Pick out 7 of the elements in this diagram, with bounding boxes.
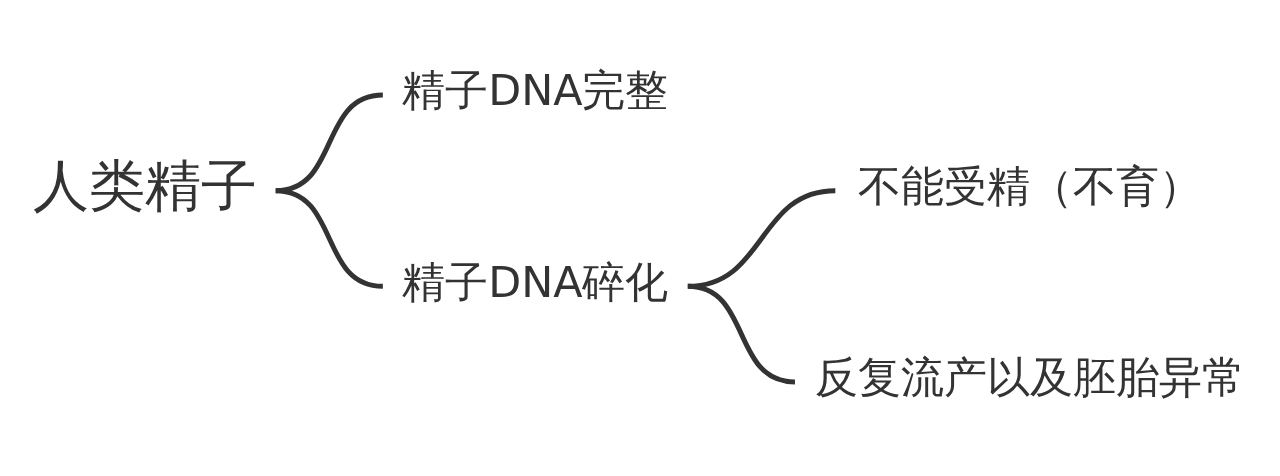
node-text: 反复流产以及胚胎异常 [814, 351, 1245, 402]
node-text: 精子DNA完整 [402, 64, 669, 115]
node-text: 人类精子 [33, 152, 258, 218]
node-text: 不能受精（不育） [857, 160, 1202, 211]
connector [275, 187, 384, 289]
connector [687, 283, 796, 384]
node-text: 精子DNA碎化 [402, 256, 669, 307]
